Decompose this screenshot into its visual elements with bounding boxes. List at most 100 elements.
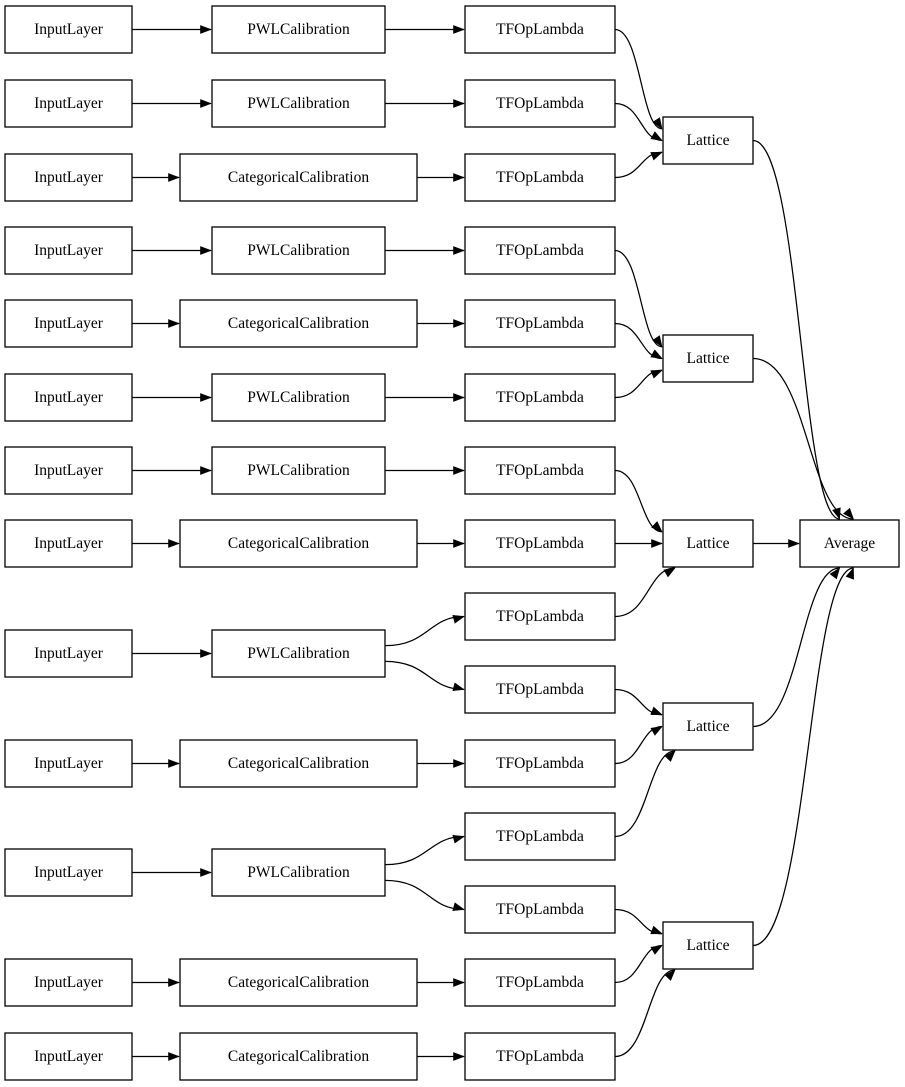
node-box[interactable] — [211, 226, 386, 275]
node-tfop-lambda[interactable]: TFOpLambda — [464, 665, 616, 714]
node-box[interactable] — [4, 299, 133, 348]
node-tfop-lambda[interactable]: TFOpLambda — [464, 153, 616, 202]
node-box[interactable] — [4, 373, 133, 422]
node-pwlcalibration[interactable]: PWLCalibration — [211, 79, 386, 128]
node-input-layer[interactable]: InputLayer — [4, 373, 133, 422]
node-box[interactable] — [179, 153, 418, 202]
node-label: PWLCalibration — [247, 645, 350, 662]
node-box[interactable] — [464, 226, 616, 275]
node-box[interactable] — [662, 334, 754, 383]
node-input-layer[interactable]: InputLayer — [4, 1032, 133, 1081]
node-box[interactable] — [662, 519, 754, 568]
node-tfop-lambda[interactable]: TFOpLambda — [464, 519, 616, 568]
node-lattice[interactable]: Lattice — [662, 116, 754, 165]
node-box[interactable] — [4, 226, 133, 275]
node-box[interactable] — [179, 519, 418, 568]
edge-tfop-lambda-to-lattice — [614, 567, 676, 618]
node-tfop-lambda[interactable]: TFOpLambda — [464, 79, 616, 128]
node-box[interactable] — [211, 373, 386, 422]
node-box[interactable] — [464, 592, 616, 641]
node-lattice[interactable]: Lattice — [662, 921, 754, 970]
arrow-head-icon — [168, 978, 180, 987]
node-pwlcalibration[interactable]: PWLCalibration — [211, 848, 386, 897]
node-box[interactable] — [464, 1032, 616, 1081]
node-input-layer[interactable]: InputLayer — [4, 848, 133, 897]
node-tfop-lambda[interactable]: TFOpLambda — [464, 299, 616, 348]
node-box[interactable] — [4, 629, 133, 678]
node-tfop-lambda[interactable]: TFOpLambda — [464, 885, 616, 934]
node-box[interactable] — [662, 921, 754, 970]
node-box[interactable] — [662, 702, 754, 751]
node-box[interactable] — [464, 812, 616, 861]
node-box[interactable] — [464, 373, 616, 422]
node-box[interactable] — [464, 446, 616, 495]
node-tfop-lambda[interactable]: TFOpLambda — [464, 1032, 616, 1081]
node-input-layer[interactable]: InputLayer — [4, 739, 133, 788]
node-box[interactable] — [4, 519, 133, 568]
node-tfop-lambda[interactable]: TFOpLambda — [464, 5, 616, 54]
node-box[interactable] — [179, 299, 418, 348]
edge-lattice-to-average — [752, 567, 854, 947]
node-categorical-calibration[interactable]: CategoricalCalibration — [179, 739, 418, 788]
node-input-layer[interactable]: InputLayer — [4, 629, 133, 678]
node-input-layer[interactable]: InputLayer — [4, 5, 133, 54]
node-box[interactable] — [211, 848, 386, 897]
node-box[interactable] — [464, 665, 616, 714]
node-box[interactable] — [4, 958, 133, 1007]
node-box[interactable] — [464, 519, 616, 568]
node-box[interactable] — [4, 446, 133, 495]
node-box[interactable] — [4, 739, 133, 788]
node-input-layer[interactable]: InputLayer — [4, 446, 133, 495]
node-pwlcalibration[interactable]: PWLCalibration — [211, 373, 386, 422]
node-box[interactable] — [211, 79, 386, 128]
node-box[interactable] — [179, 958, 418, 1007]
node-pwlcalibration[interactable]: PWLCalibration — [211, 5, 386, 54]
node-box[interactable] — [464, 885, 616, 934]
node-categorical-calibration[interactable]: CategoricalCalibration — [179, 958, 418, 1007]
node-lattice[interactable]: Lattice — [662, 334, 754, 383]
node-input-layer[interactable]: InputLayer — [4, 519, 133, 568]
node-box[interactable] — [464, 5, 616, 54]
node-tfop-lambda[interactable]: TFOpLambda — [464, 958, 616, 1007]
node-tfop-lambda[interactable]: TFOpLambda — [464, 446, 616, 495]
node-box[interactable] — [4, 848, 133, 897]
node-tfop-lambda[interactable]: TFOpLambda — [464, 226, 616, 275]
node-categorical-calibration[interactable]: CategoricalCalibration — [179, 1032, 418, 1081]
node-box[interactable] — [179, 739, 418, 788]
node-categorical-calibration[interactable]: CategoricalCalibration — [179, 519, 418, 568]
node-lattice[interactable]: Lattice — [662, 702, 754, 751]
node-box[interactable] — [4, 1032, 133, 1081]
arrow-head-icon — [168, 539, 180, 548]
node-categorical-calibration[interactable]: CategoricalCalibration — [179, 299, 418, 348]
node-tfop-lambda[interactable]: TFOpLambda — [464, 592, 616, 641]
node-box[interactable] — [464, 153, 616, 202]
node-input-layer[interactable]: InputLayer — [4, 299, 133, 348]
node-pwlcalibration[interactable]: PWLCalibration — [211, 629, 386, 678]
node-box[interactable] — [464, 958, 616, 1007]
node-input-layer[interactable]: InputLayer — [4, 79, 133, 128]
node-lattice[interactable]: Lattice — [662, 519, 754, 568]
node-box[interactable] — [662, 116, 754, 165]
node-input-layer[interactable]: InputLayer — [4, 153, 133, 202]
node-box[interactable] — [179, 1032, 418, 1081]
node-box[interactable] — [4, 5, 133, 54]
node-box[interactable] — [4, 153, 133, 202]
node-box[interactable] — [464, 79, 616, 128]
node-box[interactable] — [464, 739, 616, 788]
node-pwlcalibration[interactable]: PWLCalibration — [211, 446, 386, 495]
node-input-layer[interactable]: InputLayer — [4, 226, 133, 275]
node-box[interactable] — [211, 5, 386, 54]
node-input-layer[interactable]: InputLayer — [4, 958, 133, 1007]
node-box[interactable] — [4, 79, 133, 128]
arrow-head-icon — [453, 759, 465, 768]
node-categorical-calibration[interactable]: CategoricalCalibration — [179, 153, 418, 202]
node-tfop-lambda[interactable]: TFOpLambda — [464, 739, 616, 788]
node-tfop-lambda[interactable]: TFOpLambda — [464, 812, 616, 861]
node-box[interactable] — [799, 519, 900, 568]
node-box[interactable] — [464, 299, 616, 348]
node-average[interactable]: Average — [799, 519, 900, 568]
node-tfop-lambda[interactable]: TFOpLambda — [464, 373, 616, 422]
node-box[interactable] — [211, 629, 386, 678]
node-pwlcalibration[interactable]: PWLCalibration — [211, 226, 386, 275]
node-box[interactable] — [211, 446, 386, 495]
